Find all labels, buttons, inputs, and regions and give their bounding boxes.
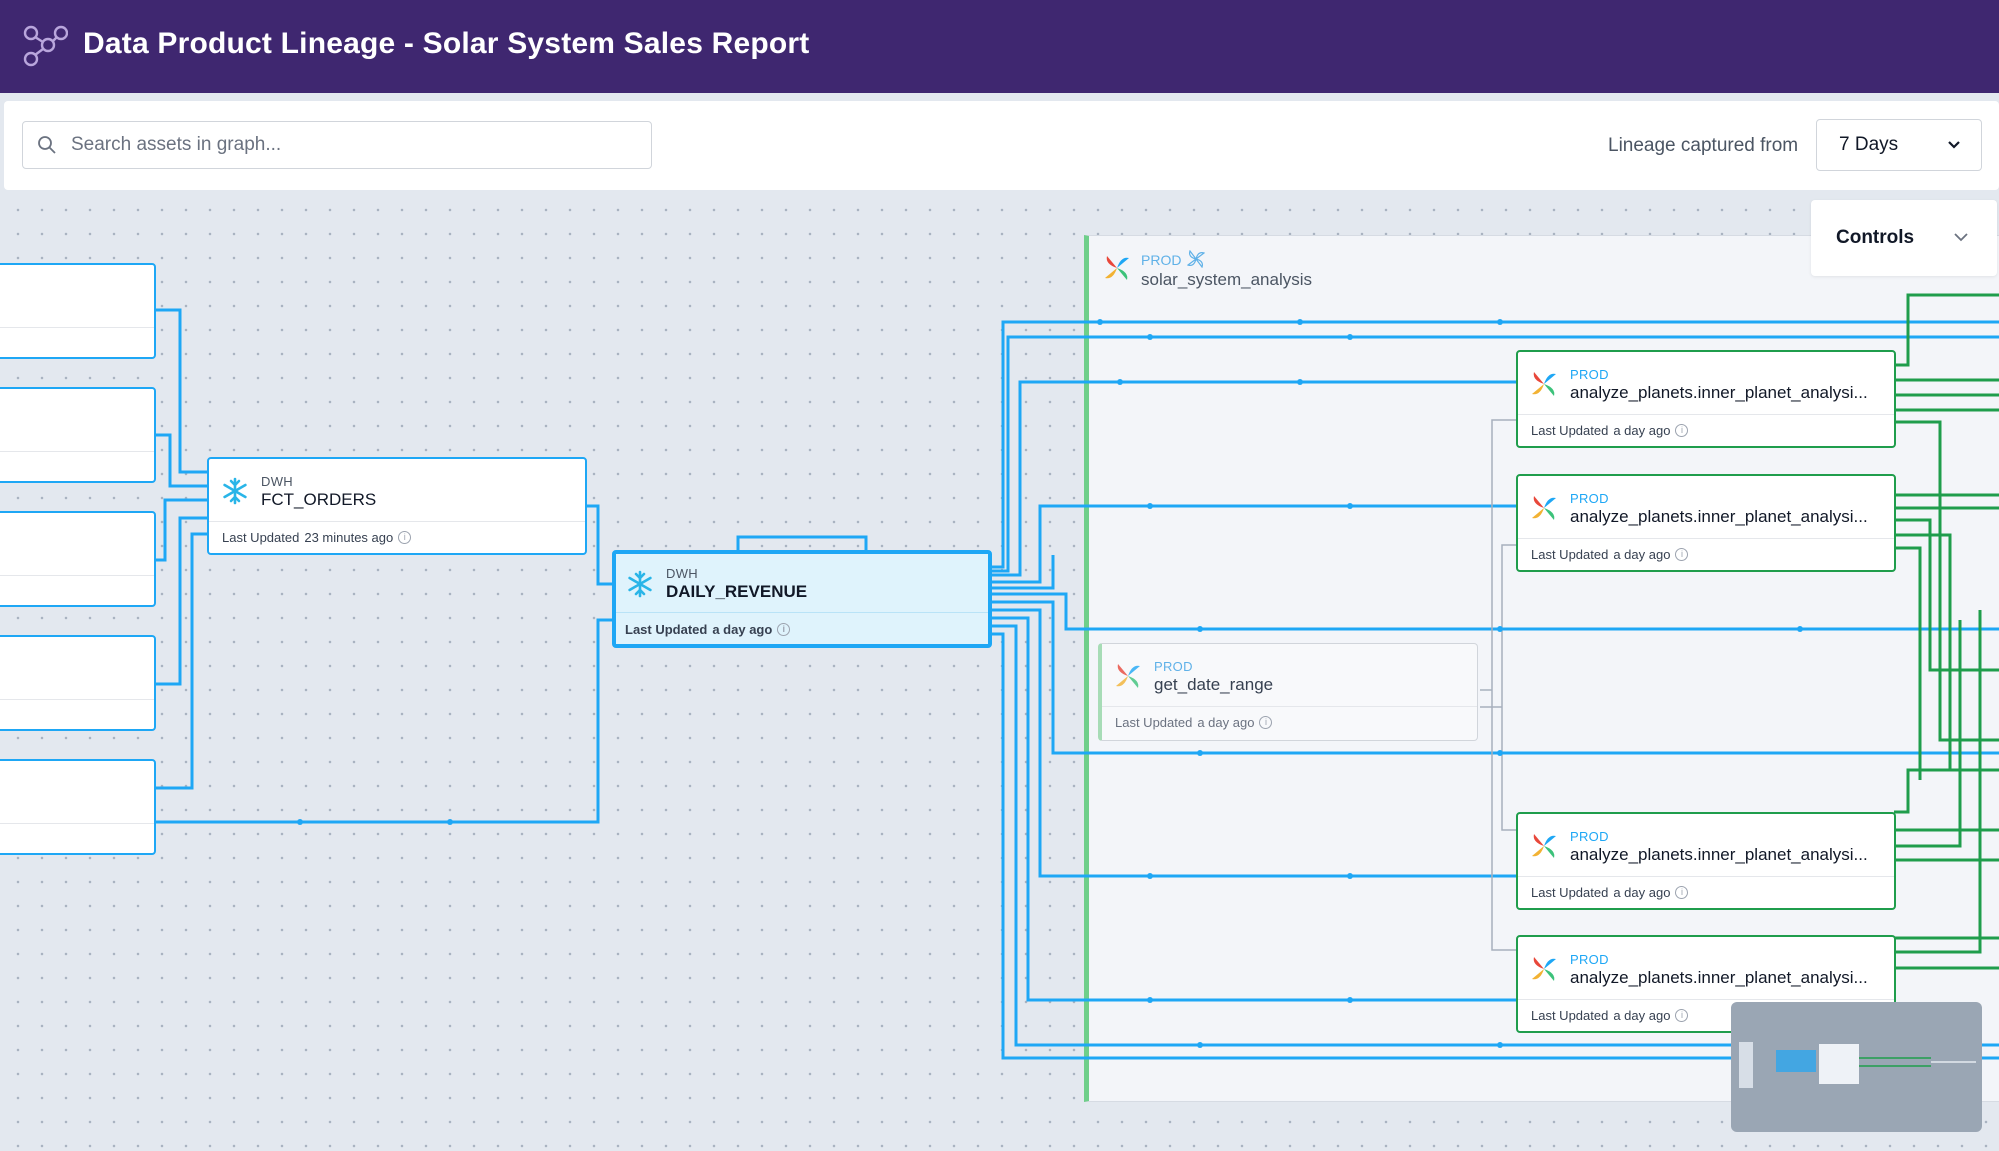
node-daily-revenue[interactable]: DWH DAILY_REVENUE Last Updated a day ago…: [612, 550, 992, 648]
node-updated: Last Updated a day ago i: [625, 622, 791, 637]
airflow-pinwheel-icon: [1532, 834, 1556, 858]
info-icon[interactable]: i: [777, 623, 791, 636]
updated-value: 23 minutes ago: [304, 530, 394, 545]
chevron-down-icon: [1954, 233, 1968, 242]
node-divider: [1102, 706, 1477, 707]
info-icon[interactable]: i: [1675, 1009, 1689, 1022]
group-env-label: PROD: [1141, 252, 1182, 268]
airflow-pinwheel-icon: [1105, 256, 1129, 280]
node-env: DWH: [261, 474, 293, 489]
upstream-node[interactable]: [0, 635, 156, 731]
search-icon: [38, 136, 56, 154]
node-name: analyze_planets.inner_planet_analysi...: [1570, 507, 1868, 526]
search-input[interactable]: [69, 133, 633, 157]
updated-label: Last Updated: [625, 622, 708, 637]
airflow-pinwheel-icon: [1532, 957, 1556, 981]
node-env: DWH: [666, 566, 698, 581]
upstream-node[interactable]: [0, 759, 156, 855]
controls-label: Controls: [1836, 227, 1915, 248]
info-icon[interactable]: i: [1675, 424, 1689, 437]
snowflake-icon: [223, 477, 247, 505]
updated-value: a day ago: [1613, 1008, 1671, 1023]
node-env: PROD: [1154, 659, 1193, 674]
minimap[interactable]: [1731, 1002, 1982, 1132]
page-title: Data Product Lineage - Solar System Sale…: [83, 27, 810, 60]
lineage-range-label: Lineage captured from: [1608, 135, 1799, 156]
node-divider: [0, 575, 154, 576]
updated-value: a day ago: [1613, 423, 1671, 438]
node-updated: Last Updated a day ago i: [1531, 423, 1689, 438]
controls-panel[interactable]: Controls: [1811, 200, 1997, 276]
node-divider: [1518, 414, 1894, 415]
node-divider: [0, 451, 154, 452]
node-get-date-range[interactable]: PROD get_date_range Last Updated a day a…: [1098, 643, 1478, 741]
airflow-pinwheel-icon: [1532, 372, 1556, 396]
info-icon[interactable]: i: [1675, 548, 1689, 561]
node-divider: [1518, 876, 1894, 877]
node-updated: Last Updated a day ago i: [1531, 885, 1689, 900]
upstream-node[interactable]: [0, 263, 156, 359]
search-box[interactable]: [22, 121, 652, 169]
node-inner-planet-analysis-4[interactable]: PROD analyze_planets.inner_planet_analys…: [1516, 935, 1896, 1033]
lineage-range-select[interactable]: 7 Days: [1816, 119, 1982, 171]
updated-label: Last Updated: [1115, 715, 1193, 730]
graph-nodes-icon: [23, 25, 68, 67]
node-name: analyze_planets.inner_planet_analysi...: [1570, 845, 1868, 864]
node-updated: Last Updated 23 minutes ago i: [222, 530, 412, 545]
updated-label: Last Updated: [1531, 423, 1609, 438]
node-updated: Last Updated a day ago i: [1531, 1008, 1689, 1023]
updated-label: Last Updated: [222, 530, 300, 545]
node-divider: [0, 327, 154, 328]
node-env: PROD: [1570, 491, 1609, 506]
updated-value: a day ago: [1613, 885, 1671, 900]
lineage-canvas[interactable]: PROD solar_system_analysis: [0, 190, 1999, 1151]
snowflake-icon: [628, 570, 652, 598]
airflow-pinwheel-icon: [1187, 250, 1205, 268]
info-icon[interactable]: i: [1675, 886, 1689, 899]
upstream-node[interactable]: [0, 387, 156, 483]
lineage-edges: [156, 293, 1999, 1060]
node-name: get_date_range: [1154, 675, 1274, 694]
node-env: PROD: [1570, 829, 1609, 844]
toolbar: Lineage captured from 7 Days: [4, 101, 1999, 190]
node-divider: [209, 521, 585, 522]
updated-value: a day ago: [1197, 715, 1255, 730]
node-updated: Last Updated a day ago i: [1531, 547, 1689, 562]
node-fct-orders[interactable]: DWH FCT_ORDERS Last Updated 23 minutes a…: [207, 457, 587, 555]
node-divider: [0, 699, 154, 700]
chevron-down-icon: [1948, 141, 1960, 149]
node-name: FCT_ORDERS: [261, 490, 377, 509]
upstream-node[interactable]: [0, 511, 156, 607]
info-icon[interactable]: i: [1259, 716, 1273, 729]
node-env: PROD: [1570, 367, 1609, 382]
node-divider: [616, 612, 988, 613]
node-inner-planet-analysis-1[interactable]: PROD analyze_planets.inner_planet_analys…: [1516, 350, 1896, 448]
node-inner-planet-analysis-2[interactable]: PROD analyze_planets.inner_planet_analys…: [1516, 474, 1896, 572]
node-inner-planet-analysis-3[interactable]: PROD analyze_planets.inner_planet_analys…: [1516, 812, 1896, 910]
node-divider: [1518, 999, 1894, 1000]
updated-label: Last Updated: [1531, 1008, 1609, 1023]
node-divider: [0, 823, 154, 824]
updated-label: Last Updated: [1531, 547, 1609, 562]
info-icon[interactable]: i: [398, 531, 412, 544]
minimap-graph: [1739, 1042, 1976, 1088]
node-env: PROD: [1570, 952, 1609, 967]
node-divider: [1518, 538, 1894, 539]
airflow-pinwheel-icon: [1116, 664, 1140, 688]
node-name: DAILY_REVENUE: [666, 582, 808, 601]
updated-label: Last Updated: [1531, 885, 1609, 900]
updated-value: a day ago: [1613, 547, 1671, 562]
group-name: solar_system_analysis: [1141, 270, 1313, 289]
node-updated: Last Updated a day ago i: [1115, 715, 1273, 730]
node-name: analyze_planets.inner_planet_analysi...: [1570, 968, 1868, 987]
airflow-pinwheel-icon: [1532, 496, 1556, 520]
lineage-range-value: 7 Days: [1839, 134, 1899, 155]
updated-value: a day ago: [712, 622, 773, 637]
app-header: Data Product Lineage - Solar System Sale…: [0, 0, 1999, 93]
node-name: analyze_planets.inner_planet_analysi...: [1570, 383, 1868, 402]
